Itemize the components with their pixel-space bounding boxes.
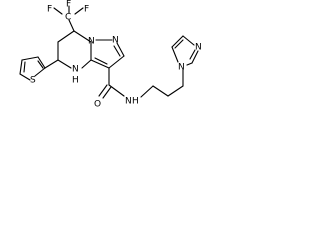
propyl-linker [140,68,184,98]
bond-c3-c3a-inner [94,57,108,65]
atom-n-imid-3: N [195,43,202,53]
bond-c3-c3a [90,59,110,69]
atom-f-left: F [47,5,52,15]
bond-n4-c3a [81,59,92,69]
bond-imid-c4-n3 [182,35,195,46]
atom-h4: H [72,76,79,86]
bond-n2-c2 [116,42,125,57]
atom-h-amide: H [132,97,139,107]
bond-c5-n4 [57,59,72,69]
thiophene-ring: S [19,56,59,86]
imidazole-ring: N N [171,35,202,73]
bond-thio-inner-2 [37,60,44,69]
bond-thio-c4-c3 [21,56,39,61]
bond-imid-c2-n1 [186,62,193,66]
bond-n-c1 [140,85,154,98]
bond-imid-n3-c2 [191,50,199,64]
bond-thio-inner-1 [23,61,26,73]
pyrazole-ring: N N [88,36,125,69]
atom-n4: N [72,65,79,75]
atom-c-cf3: C [65,13,71,23]
atom-n2: N [112,36,119,46]
bond-imid-c5-c4 [171,35,184,48]
carboxamide-group: O N H [94,67,139,110]
bond-imid-n1-c5 [171,46,179,63]
atom-n-amide: N [125,97,132,107]
molecule-structure-diagram: F F F C N N S N H [19,0,202,110]
bond-imid-c4-c5-inner [174,39,184,49]
bond-c5-thiophene [44,59,59,69]
bond-c2-c3 [108,55,125,69]
atom-o: O [94,100,101,110]
atom-s: S [30,76,36,86]
tetrahydropyrimidine-ring [57,30,92,69]
atom-n1: N [88,37,95,47]
bond-carbonyl-o [98,84,108,97]
bond-thio-s-c5 [19,73,31,81]
bond-thio-c2-s [34,67,46,77]
bond-c1-c2 [152,85,169,97]
bond-carbonyl-o-double [102,86,112,99]
bond-c2-c3 [167,85,184,97]
bond-thio-c5-c4 [19,59,23,75]
bond-n2-c2-inner [113,45,121,57]
atom-f-top: F [66,0,71,10]
atom-n-imid-1: N [178,63,185,73]
atom-f-right: F [84,5,89,15]
bond-thio-c3-c2 [37,56,46,69]
bond-imid-n3-c2-inner [189,49,196,60]
bond-carbonyl-n [108,84,125,97]
bond-c7-c6 [57,30,75,43]
bond-cf3-c7 [68,19,75,32]
bond-cf3-f-right [74,7,84,15]
bond-cf3-f-left [53,7,63,15]
ring-nh-group: N H [72,65,79,86]
bond-c7-n1 [73,30,92,43]
trifluoromethyl-group: F F F C [47,0,89,32]
